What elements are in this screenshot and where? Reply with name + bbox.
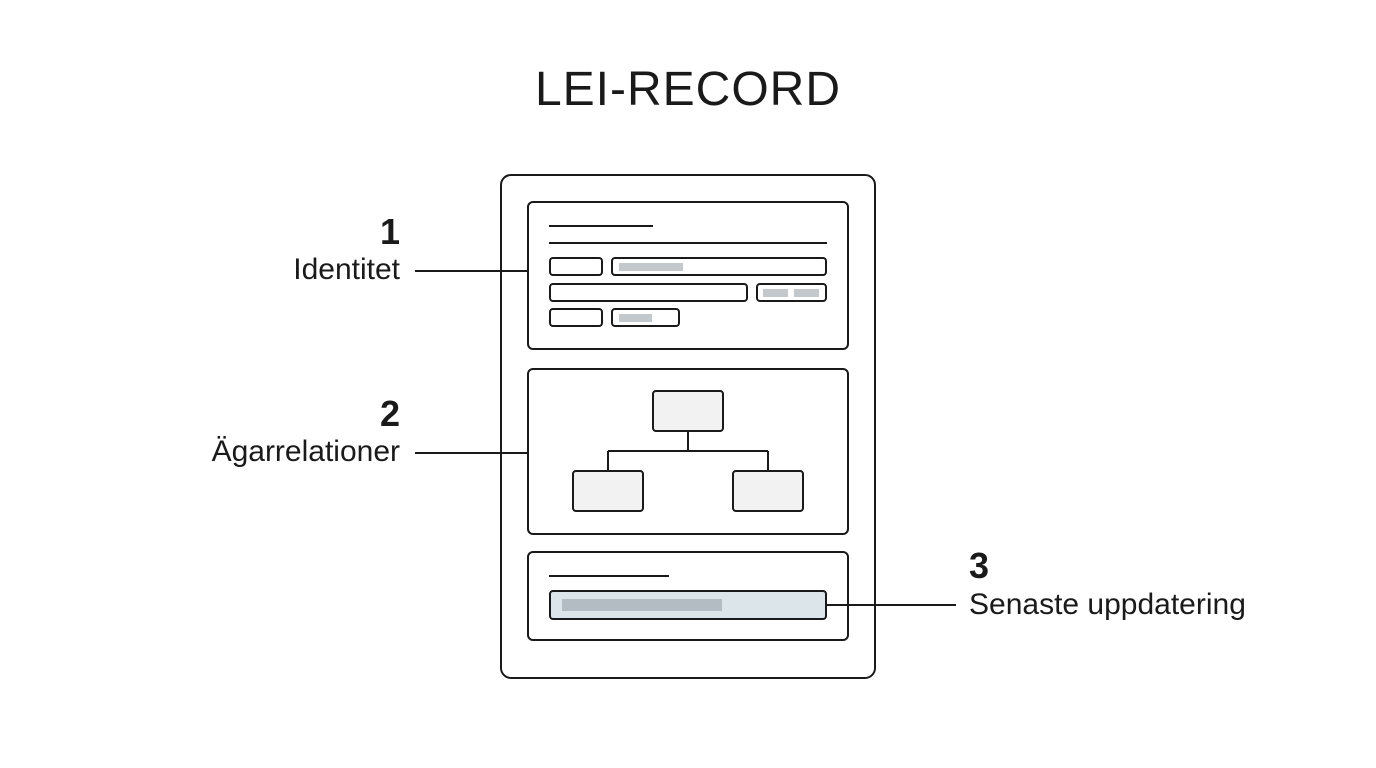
identity-placeholder-2b [794,289,819,297]
callout-label-1: Identitet [293,253,400,286]
identity-field-value-3 [611,308,680,327]
callout-number-2: 2 [379,393,400,434]
callout-number-1: 1 [379,211,400,252]
child-node-left [572,470,644,512]
identity-field-label-1 [549,257,603,276]
identity-placeholder-1 [619,263,683,271]
document-frame [500,174,876,679]
parent-node [652,390,724,432]
identity-section [527,201,849,350]
identity-field-small [756,283,827,302]
identity-field-value-1 [611,257,827,276]
update-placeholder [562,599,722,611]
identity-field-wide [549,283,748,302]
page-title: LEI-RECORD [534,63,842,116]
identity-placeholder-3 [619,314,652,322]
update-panel [527,551,849,641]
update-section [527,551,849,641]
ownership-panel [527,368,849,535]
identity-panel [527,201,849,350]
callout-label-3: Senaste uppdatering [969,588,1246,621]
identity-placeholder-2a [763,289,788,297]
callout-label-2: Ägarrelationer [211,435,400,468]
ownership-section [527,368,849,535]
child-node-right [732,470,804,512]
identity-field-label-3 [549,308,603,327]
callout-number-3: 3 [969,545,990,586]
